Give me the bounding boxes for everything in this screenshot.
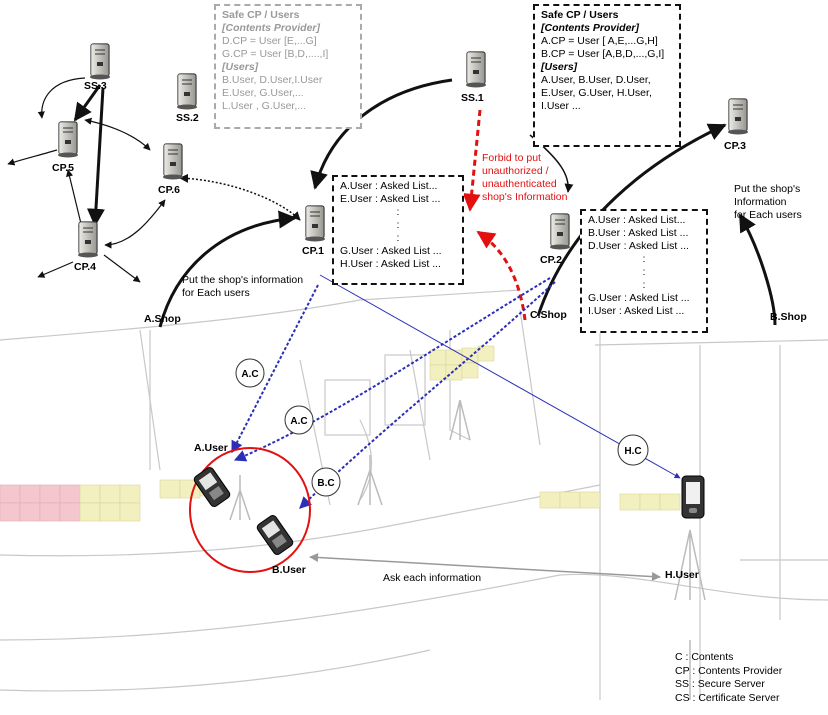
ask-information-arrow xyxy=(310,557,660,577)
ss2-label: SS.2 xyxy=(176,112,199,124)
h-user-label: H.User xyxy=(665,569,699,581)
safe-box-user-line: I.User ... xyxy=(541,100,673,113)
a-shop-label: A.Shop xyxy=(144,313,181,325)
badge-ac-2: A.C xyxy=(290,416,307,427)
grey-box-title: Safe CP / Users xyxy=(222,9,354,22)
cp2-server-icon xyxy=(550,214,570,250)
forbidden-arrows xyxy=(470,110,525,320)
cp2-list-row: D.User : Asked List ... xyxy=(588,240,700,253)
safe-box-cp-line: B.CP = User [A,B,D,...,G,I] xyxy=(541,48,673,61)
legend-item: CP : Contents Provider xyxy=(675,665,782,679)
cp1-asked-list: A.User : Asked List... E.User : Asked Li… xyxy=(332,175,464,285)
grey-box-user-line: E.User, G.User,... xyxy=(222,87,354,100)
ss1-server-icon xyxy=(466,52,486,88)
b-shop-label: B.Shop xyxy=(770,311,807,323)
grey-box-users-heading: [Users] xyxy=(222,61,354,74)
legend-item: C : Contents xyxy=(675,651,782,665)
forbid-note: Forbid to put unauthorized / unauthentic… xyxy=(482,152,567,204)
safe-box-user-line: E.User, G.User, H.User, xyxy=(541,87,673,100)
cp1-list-ellipsis: : xyxy=(340,232,456,245)
cp2-list-ellipsis: : xyxy=(588,253,700,266)
grey-box-cp-line: D.CP = User [E,...G] xyxy=(222,35,354,48)
b-user-label: B.User xyxy=(272,564,306,576)
grey-box-cp-line: G.CP = User [B,D,....,I] xyxy=(222,48,354,61)
badge-ac-1: A.C xyxy=(241,369,258,380)
cp5-label: CP.5 xyxy=(52,162,74,174)
put-info-right-line: Put the shop's xyxy=(734,183,802,196)
cp1-list-row: H.User : Asked List ... xyxy=(340,258,456,271)
user-group-circle xyxy=(190,448,310,572)
cp2-list-ellipsis: : xyxy=(588,266,700,279)
a-user-label: A.User xyxy=(194,442,228,454)
put-info-left-line: for Each users xyxy=(182,287,303,300)
cp4-server-icon xyxy=(78,222,98,258)
a-user-phone-icon xyxy=(193,466,232,508)
cp2-list-row: I.User : Asked List ... xyxy=(588,305,700,318)
put-info-left-line: Put the shop's information xyxy=(182,274,303,287)
safe-cp-users-box: Safe CP / Users [Contents Provider] A.CP… xyxy=(533,4,681,147)
legend-item: CS : Certificate Server xyxy=(675,692,782,706)
h-user-phone-icon xyxy=(682,476,704,518)
put-info-right-line: for Each users xyxy=(734,209,802,222)
cp1-label: CP.1 xyxy=(302,245,324,257)
put-info-right-note: Put the shop's Information for Each user… xyxy=(734,183,802,222)
cp1-server-icon xyxy=(305,206,325,242)
grey-safe-list-box: Safe CP / Users [Contents Provider] D.CP… xyxy=(214,4,362,129)
forbid-note-line: unauthorized / xyxy=(482,165,567,178)
legend-item: SS : Secure Server xyxy=(675,678,782,692)
cp3-server-icon xyxy=(728,99,748,135)
cp1-list-row: A.User : Asked List... xyxy=(340,180,456,193)
safe-box-title: Safe CP / Users xyxy=(541,9,673,22)
b-user-phone-icon xyxy=(256,514,295,556)
cp1-list-row: G.User : Asked List ... xyxy=(340,245,456,258)
grey-box-user-line: B.User, D.User,I.User xyxy=(222,74,354,87)
cp1-list-ellipsis: : xyxy=(340,219,456,232)
legend: C : Contents CP : Contents Provider SS :… xyxy=(675,651,782,705)
cp5-server-icon xyxy=(58,122,78,158)
cp2-asked-list: A.User : Asked List... B.User : Asked Li… xyxy=(580,209,708,333)
ss3-server-icon xyxy=(90,44,110,80)
forbid-note-line: shop's Information xyxy=(482,191,567,204)
pink-tiles xyxy=(0,485,80,521)
grey-box-cp-heading: [Contents Provider] xyxy=(222,22,354,35)
safe-box-cp-line: A.CP = User [ A,E,...G,H] xyxy=(541,35,673,48)
cp1-list-row: E.User : Asked List ... xyxy=(340,193,456,206)
cp6-label: CP.6 xyxy=(158,184,180,196)
cp3-label: CP.3 xyxy=(724,140,746,152)
cp6-server-icon xyxy=(163,144,183,180)
cp1-list-ellipsis: : xyxy=(340,206,456,219)
forbid-note-line: unauthenticated xyxy=(482,178,567,191)
ss2-server-icon xyxy=(177,74,197,110)
put-info-right-line: Information xyxy=(734,196,802,209)
ask-information-label: Ask each information xyxy=(383,572,481,584)
badge-bc: B.C xyxy=(317,478,334,489)
cp2-list-row: A.User : Asked List... xyxy=(588,214,700,227)
forbid-note-line: Forbid to put xyxy=(482,152,567,165)
safe-box-cp-heading: [Contents Provider] xyxy=(541,22,673,35)
ss1-label: SS.1 xyxy=(461,92,484,104)
safe-box-users-heading: [Users] xyxy=(541,61,673,74)
ss3-label: SS.3 xyxy=(84,80,107,92)
safe-box-user-line: A.User, B.User, D.User, xyxy=(541,74,673,87)
cp2-list-ellipsis: : xyxy=(588,279,700,292)
c-shop-label: C.Shop xyxy=(530,309,567,321)
cp2-list-row: B.User : Asked List ... xyxy=(588,227,700,240)
cp4-label: CP.4 xyxy=(74,261,96,273)
cp2-label: CP.2 xyxy=(540,254,562,266)
cp2-list-row: G.User : Asked List ... xyxy=(588,292,700,305)
put-info-left-note: Put the shop's information for Each user… xyxy=(182,274,303,300)
badge-hc: H.C xyxy=(624,446,641,457)
grey-box-user-line: L.User , G.User,... xyxy=(222,100,354,113)
